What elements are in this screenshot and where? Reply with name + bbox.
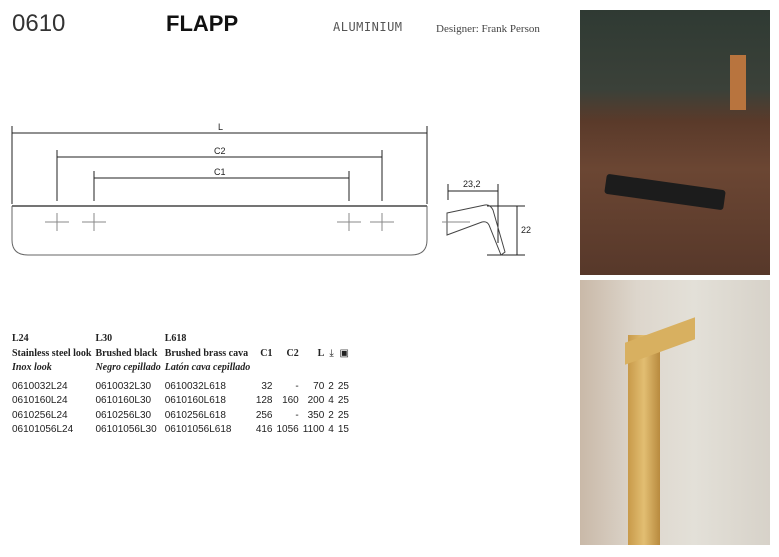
material: ALUMINIUM <box>333 20 403 34</box>
finish-code: L618 <box>164 333 187 344</box>
cell: 06101056L24 <box>12 424 74 435</box>
label-depth: 23,2 <box>463 179 481 189</box>
cell: 416 <box>255 424 273 435</box>
product-code: 0610 <box>12 10 66 37</box>
cell: 160 <box>282 395 299 406</box>
cell: 256 <box>255 409 273 421</box>
cell: 2 <box>328 380 334 392</box>
finish-name: Stainless steel look <box>12 347 92 359</box>
cell: 25 <box>337 395 349 406</box>
col-c2: C2 <box>286 347 299 359</box>
cell: 0610160L618 <box>164 395 226 406</box>
cell: 06101056L30 <box>95 424 157 435</box>
label-C2: C2 <box>214 146 226 156</box>
table-row: 0610160L24 0610160L30 0610160L618 128 160 200… <box>10 394 351 409</box>
finish-code: L30 <box>95 333 113 344</box>
label-C1: C1 <box>214 167 226 177</box>
cell: 200 <box>307 395 325 406</box>
col-l: L <box>317 347 325 359</box>
finish-name-es: Latón cava cepillado <box>164 362 251 373</box>
technical-drawing: L C2 C1 23,2 22 <box>11 122 531 256</box>
cell: 0610256L24 <box>12 409 68 421</box>
cell: 15 <box>337 424 349 435</box>
cell: 0610160L24 <box>12 395 68 406</box>
label-height: 22 <box>521 225 531 235</box>
cell: - <box>295 409 299 421</box>
cell: 4 <box>328 424 334 435</box>
cell: 70 <box>313 380 325 392</box>
cell: 32 <box>261 380 273 392</box>
download-icon: ⤓ <box>329 347 334 359</box>
cell: 2 <box>328 409 334 421</box>
finish-name: Brushed black <box>95 347 158 359</box>
cell: 1056 <box>276 424 299 435</box>
cell: 0610032L24 <box>12 380 68 392</box>
cell: 25 <box>337 380 349 392</box>
box-icon: ▣ <box>339 347 349 359</box>
cell: 0610032L30 <box>95 380 152 392</box>
finish-name: Brushed brass cava <box>164 347 249 359</box>
cell: 0610160L30 <box>95 395 152 406</box>
finish-code: L24 <box>12 333 29 344</box>
cell: - <box>295 380 299 392</box>
cell: 06101056L618 <box>164 424 232 435</box>
finish-name-es: Inox look <box>12 362 52 373</box>
cell: 1100 <box>302 424 325 435</box>
designer: Designer: Frank Person <box>436 23 540 35</box>
cell: 0610032L618 <box>164 380 226 392</box>
cell: 350 <box>307 409 325 421</box>
product-photo-black <box>580 10 770 275</box>
product-name: FLAPP <box>166 11 239 36</box>
cell: 128 <box>255 395 273 406</box>
finish-name-es: Negro cepillado <box>95 362 161 373</box>
col-c1: C1 <box>260 347 273 359</box>
product-photo-brass <box>580 280 770 545</box>
cell: 0610256L618 <box>164 409 226 421</box>
cell: 25 <box>337 409 349 421</box>
cell: 0610256L30 <box>95 409 152 421</box>
label-L: L <box>218 122 223 132</box>
cell: 4 <box>328 395 334 406</box>
